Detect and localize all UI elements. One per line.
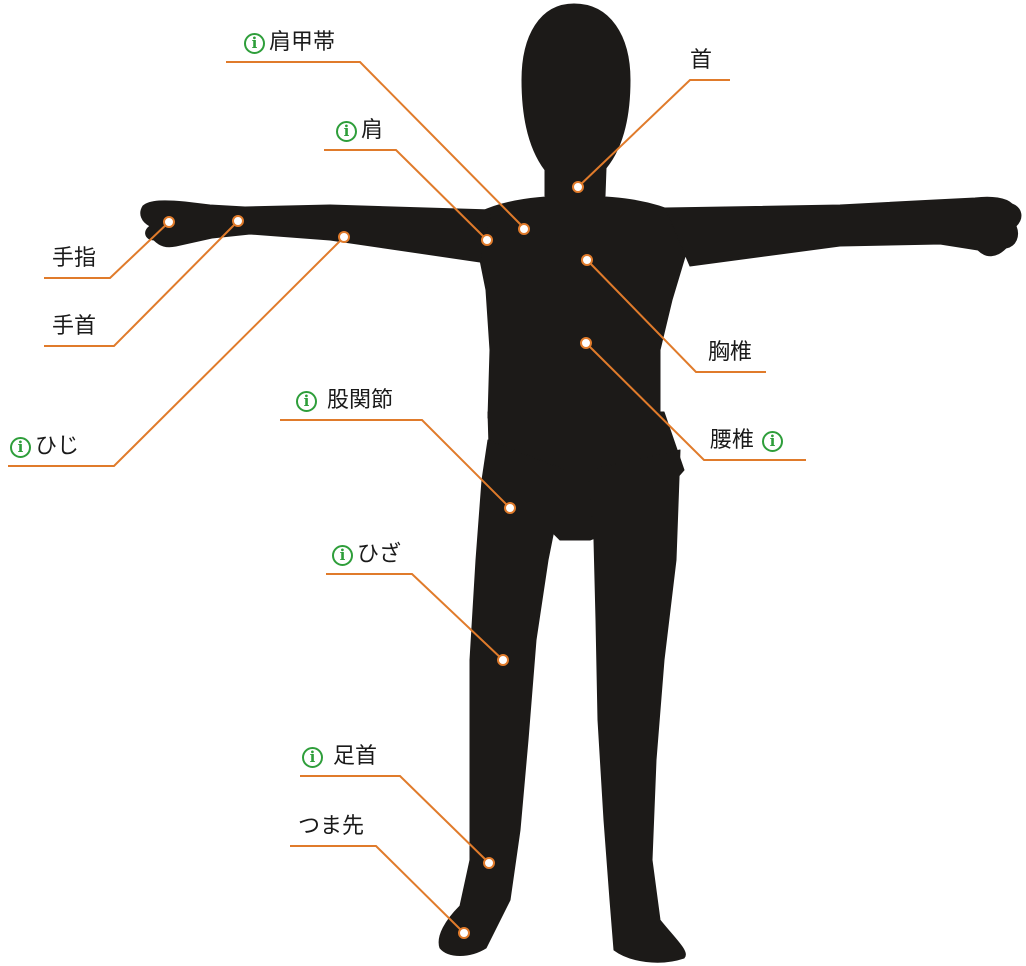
info-circle-icon[interactable]: i: [244, 33, 265, 54]
dot-kokansetsu: [505, 503, 515, 513]
label-kokansetsu[interactable]: i 股関節: [296, 388, 393, 414]
label-kokansetsu-text: 股関節: [327, 388, 393, 414]
label-kenkoutai[interactable]: i 肩甲帯: [244, 30, 335, 56]
label-tekubi-text: 手首: [52, 314, 96, 340]
dot-hiji: [339, 232, 349, 242]
dot-tekubi: [233, 216, 243, 226]
label-kyotsui-text: 胸椎: [708, 340, 752, 366]
label-hiji-text: ひじ: [35, 434, 79, 460]
label-kyotsui[interactable]: 胸椎: [708, 340, 752, 366]
dot-ashikubi: [484, 858, 494, 868]
label-kubi-text: 首: [690, 48, 712, 74]
dot-kata: [482, 235, 492, 245]
dot-kubi: [573, 182, 583, 192]
label-hiji[interactable]: i ひじ: [10, 434, 79, 460]
label-kenkoutai-text: 肩甲帯: [269, 30, 335, 56]
leader-kata: [324, 150, 487, 240]
leader-hiza: [326, 574, 503, 660]
info-circle-icon[interactable]: i: [296, 391, 317, 412]
info-circle-icon[interactable]: i: [762, 431, 783, 452]
label-yotsui[interactable]: 腰椎 i: [710, 428, 783, 454]
label-tsumasaki-text: つま先: [298, 814, 364, 840]
info-circle-icon[interactable]: i: [10, 437, 31, 458]
dot-yubi: [164, 217, 174, 227]
leader-kenkoutai: [226, 62, 524, 228]
label-yubi[interactable]: 手指: [52, 246, 96, 272]
label-ashikubi-text: 足首: [333, 744, 377, 770]
label-yotsui-text: 腰椎: [710, 428, 754, 454]
label-ashikubi[interactable]: i 足首: [302, 744, 377, 770]
label-kubi[interactable]: 首: [690, 48, 712, 74]
info-circle-icon[interactable]: i: [332, 545, 353, 566]
label-kata[interactable]: i 肩: [336, 118, 383, 144]
info-circle-icon[interactable]: i: [336, 121, 357, 142]
dot-kenkoutai: [519, 224, 529, 234]
label-tekubi[interactable]: 手首: [52, 314, 96, 340]
leader-tsumasaki: [290, 846, 464, 933]
leader-kokansetsu: [280, 420, 510, 508]
info-circle-icon[interactable]: i: [302, 747, 323, 768]
dot-hiza: [498, 655, 508, 665]
label-hiza[interactable]: i ひざ: [332, 542, 401, 568]
label-kata-text: 肩: [361, 118, 383, 144]
leader-kubi: [578, 80, 730, 187]
dot-yotsui: [581, 338, 591, 348]
dot-tsumasaki: [459, 928, 469, 938]
label-tsumasaki[interactable]: つま先: [298, 814, 364, 840]
label-hiza-text: ひざ: [357, 542, 401, 568]
label-yubi-text: 手指: [52, 246, 96, 272]
dot-kyotsui: [582, 255, 592, 265]
